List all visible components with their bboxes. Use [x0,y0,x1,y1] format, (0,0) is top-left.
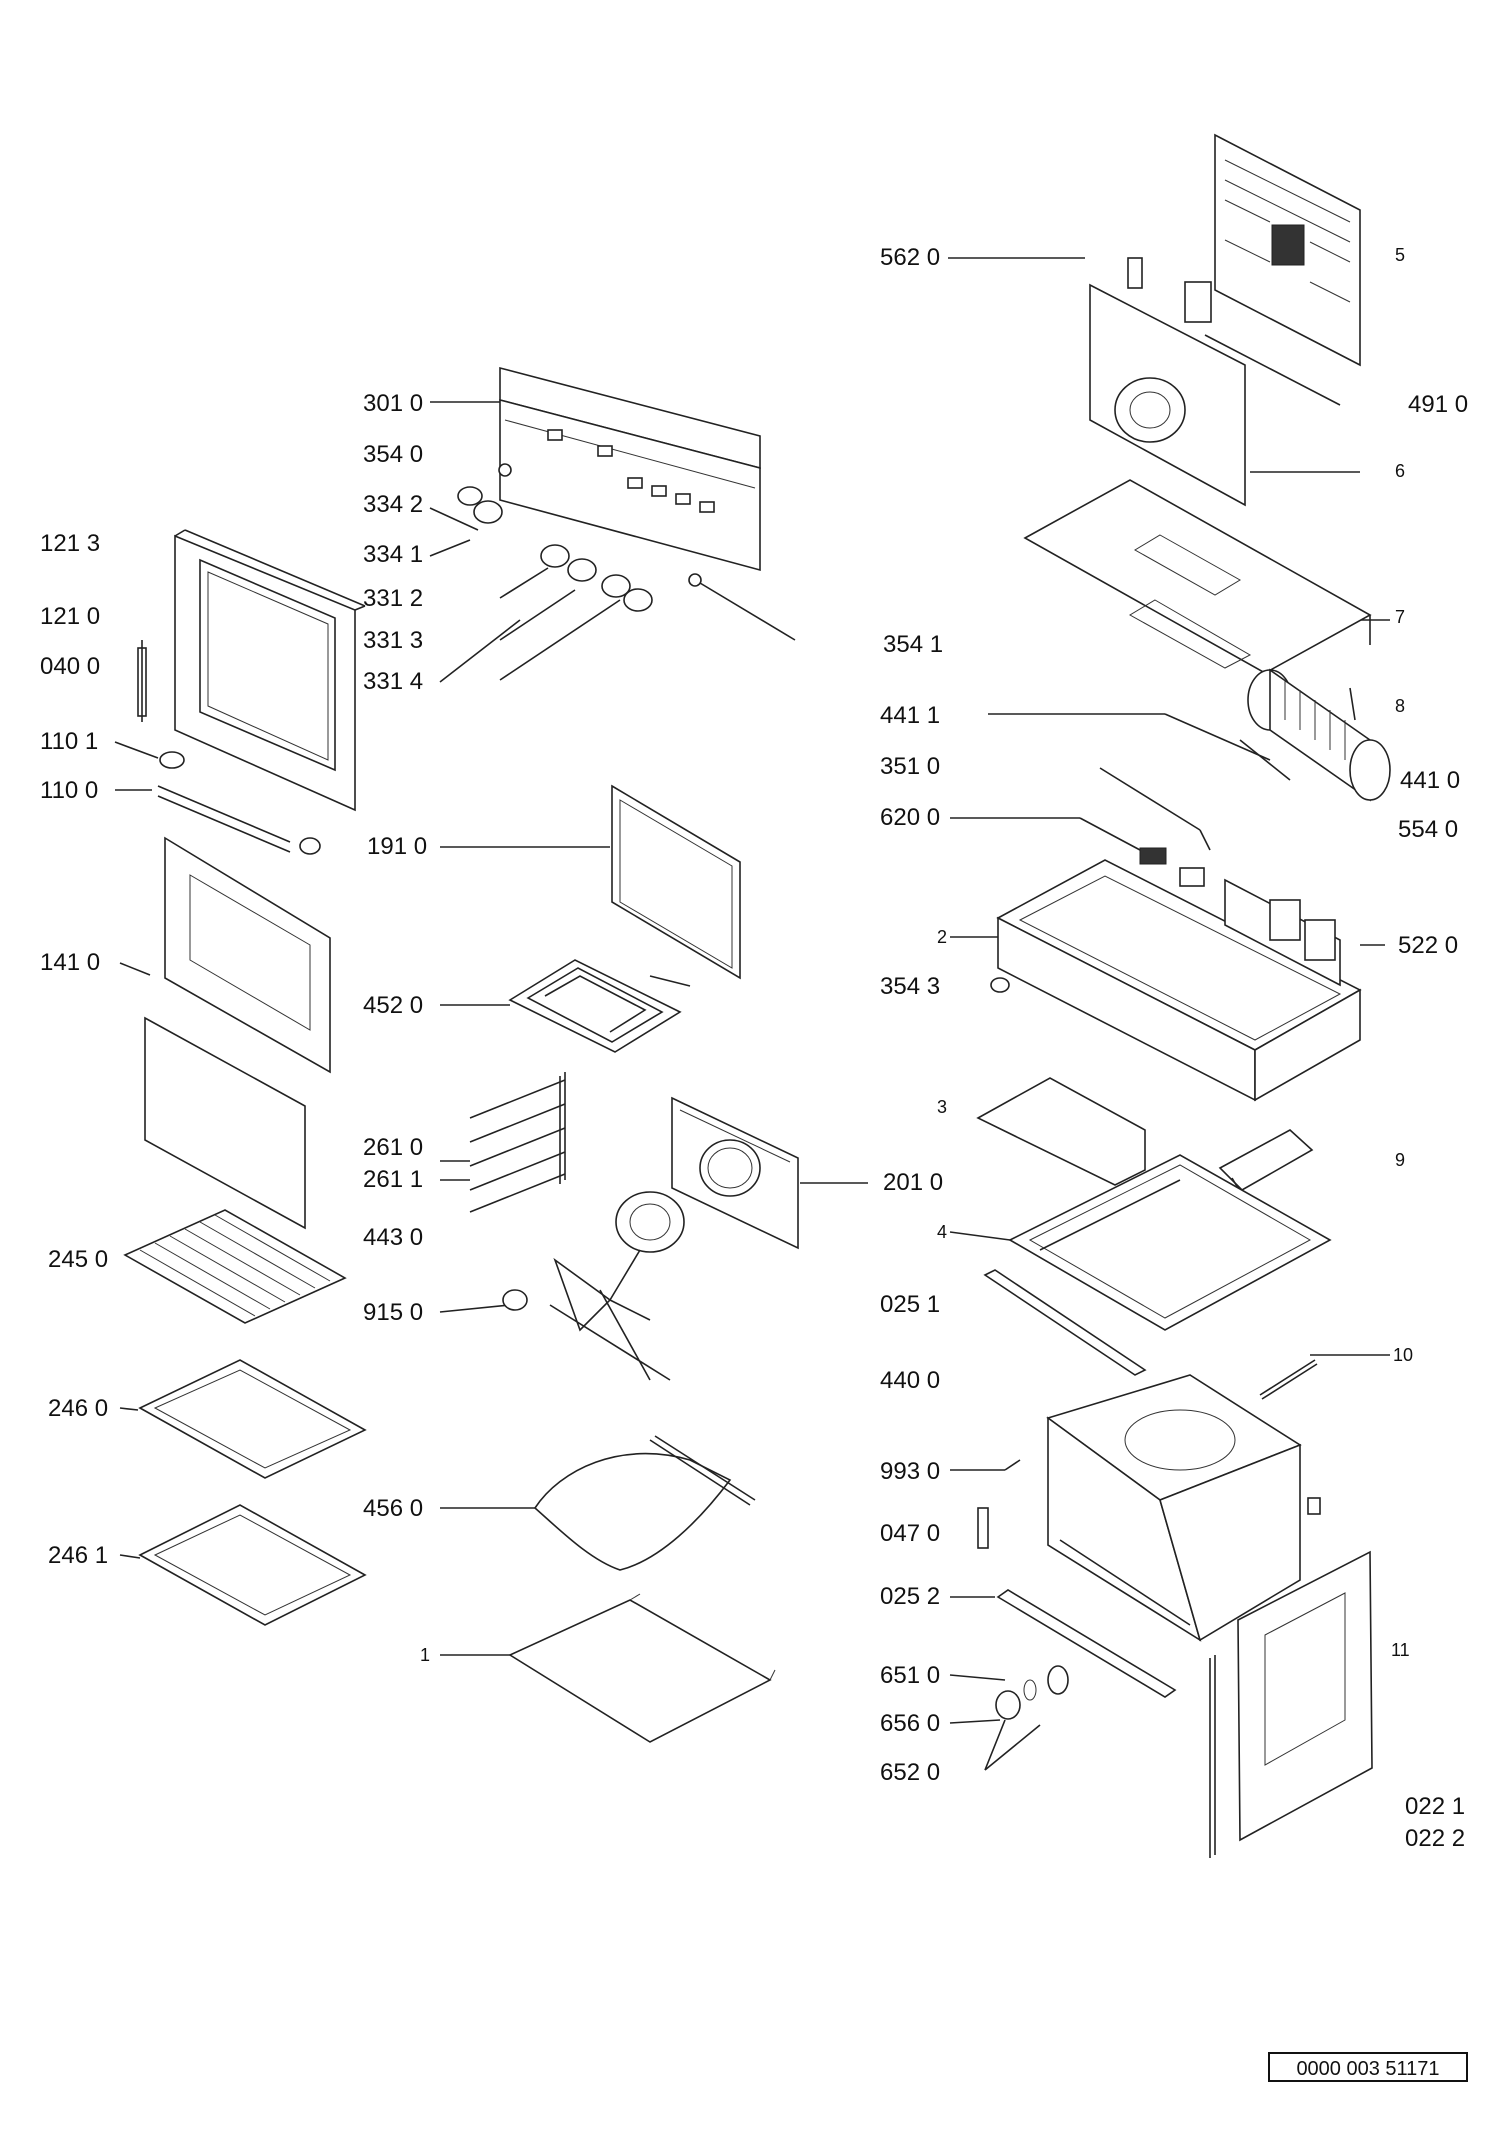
control-knobs [457,486,702,612]
bottom-heating-element [533,1435,756,1571]
label-110-0: 110 0 [40,777,99,804]
label-040-0: 040 0 [40,653,101,680]
oven-cavity [1046,1374,1321,1642]
fan-cover-panel [671,1096,799,1250]
shelf-supports [469,1072,566,1213]
label-522-0: 522 0 [1398,932,1459,959]
bottom-panel [508,1593,776,1743]
label-456-0: 456 0 [363,1495,424,1522]
rating-plate [1214,133,1361,367]
rail-025-1 [983,1269,1147,1376]
label-301-0: 301 0 [363,390,424,417]
label-7: 7 [1395,607,1406,627]
label-331-2: 331 2 [363,585,424,612]
label-025-2: 025 2 [880,1583,941,1610]
label-245-0: 245 0 [48,1246,109,1273]
label-620-0: 620 0 [880,804,941,831]
label-246-0: 246 0 [48,1395,109,1422]
label-331-4: 331 4 [363,668,424,695]
label-022-1: 022 1 [1405,1793,1466,1820]
fan-motor-blade [502,1191,685,1332]
lamp-assembly [995,1665,1069,1720]
label-191-0: 191 0 [367,833,428,860]
oven-racks [123,1209,367,1626]
rear-panel [1089,257,1246,507]
label-351-0: 351 0 [880,753,941,780]
outer-door-glass [144,836,331,1230]
label-3: 3 [937,1097,948,1117]
rail-025-2 [996,1589,1177,1698]
label-652-0: 652 0 [880,1759,941,1786]
label-246-1: 246 1 [48,1542,109,1569]
label-9: 9 [1395,1150,1406,1170]
wire-shelf-191 [611,784,741,980]
insulation-panels [976,1077,1314,1206]
label-441-1: 441 1 [880,702,941,729]
label-334-2: 334 2 [363,491,424,518]
control-panel [498,366,761,572]
label-354-0: 354 0 [363,441,424,468]
label-334-1: 334 1 [363,541,424,568]
label-554-0: 554 0 [1398,816,1459,843]
label-443-0: 443 0 [363,1224,424,1251]
side-panel [1008,1154,1332,1331]
label-651-0: 651 0 [880,1662,941,1689]
label-261-1: 261 1 [363,1166,424,1193]
label-1: 1 [420,1645,431,1665]
label-110-1: 110 1 [40,728,99,755]
label-491-0: 491 0 [1408,391,1469,418]
label-10: 10 [1393,1345,1414,1365]
oven-door-frame [137,529,366,812]
leader-lines [114,401,671,1656]
label-11: 11 [1391,1640,1410,1660]
door-handle [157,751,321,855]
small-fasteners [977,1459,1021,1549]
leader-lines-right [694,257,1390,1771]
label-331-3: 331 3 [363,627,424,654]
label-441-0: 441 0 [1400,767,1461,794]
label-6: 6 [1395,461,1406,481]
label-261-0: 261 0 [363,1134,424,1161]
label-915-0: 915 0 [363,1299,424,1326]
label-562-0: 562 0 [880,244,941,271]
top-panel [1023,479,1372,674]
side-door-panel [1209,1550,1373,1858]
label-121-3: 121 3 [40,530,101,557]
label-5: 5 [1395,245,1406,265]
label-354-3: 354 3 [880,973,941,1000]
label-440-0: 440 0 [880,1367,941,1394]
label-025-1: 025 1 [880,1291,941,1318]
label-201-0: 201 0 [883,1169,944,1196]
label-047-0: 047 0 [880,1520,941,1547]
tangential-fan [1239,668,1391,802]
label-121-0: 121 0 [40,603,101,630]
label-4: 4 [937,1222,948,1242]
label-993-0: 993 0 [880,1458,941,1485]
top-heating-element [508,959,691,1053]
label-452-0: 452 0 [363,992,424,1019]
label-141-0: 141 0 [40,949,101,976]
rod-10 [1259,1359,1318,1400]
label-354-1: 354 1 [883,631,944,658]
document-number: 0000 003 51171 [1268,2052,1468,2082]
label-8: 8 [1395,696,1406,716]
main-cabinet [990,829,1362,1102]
label-2: 2 [937,927,948,947]
label-656-0: 656 0 [880,1710,941,1737]
label-022-2: 022 2 [1405,1825,1466,1852]
